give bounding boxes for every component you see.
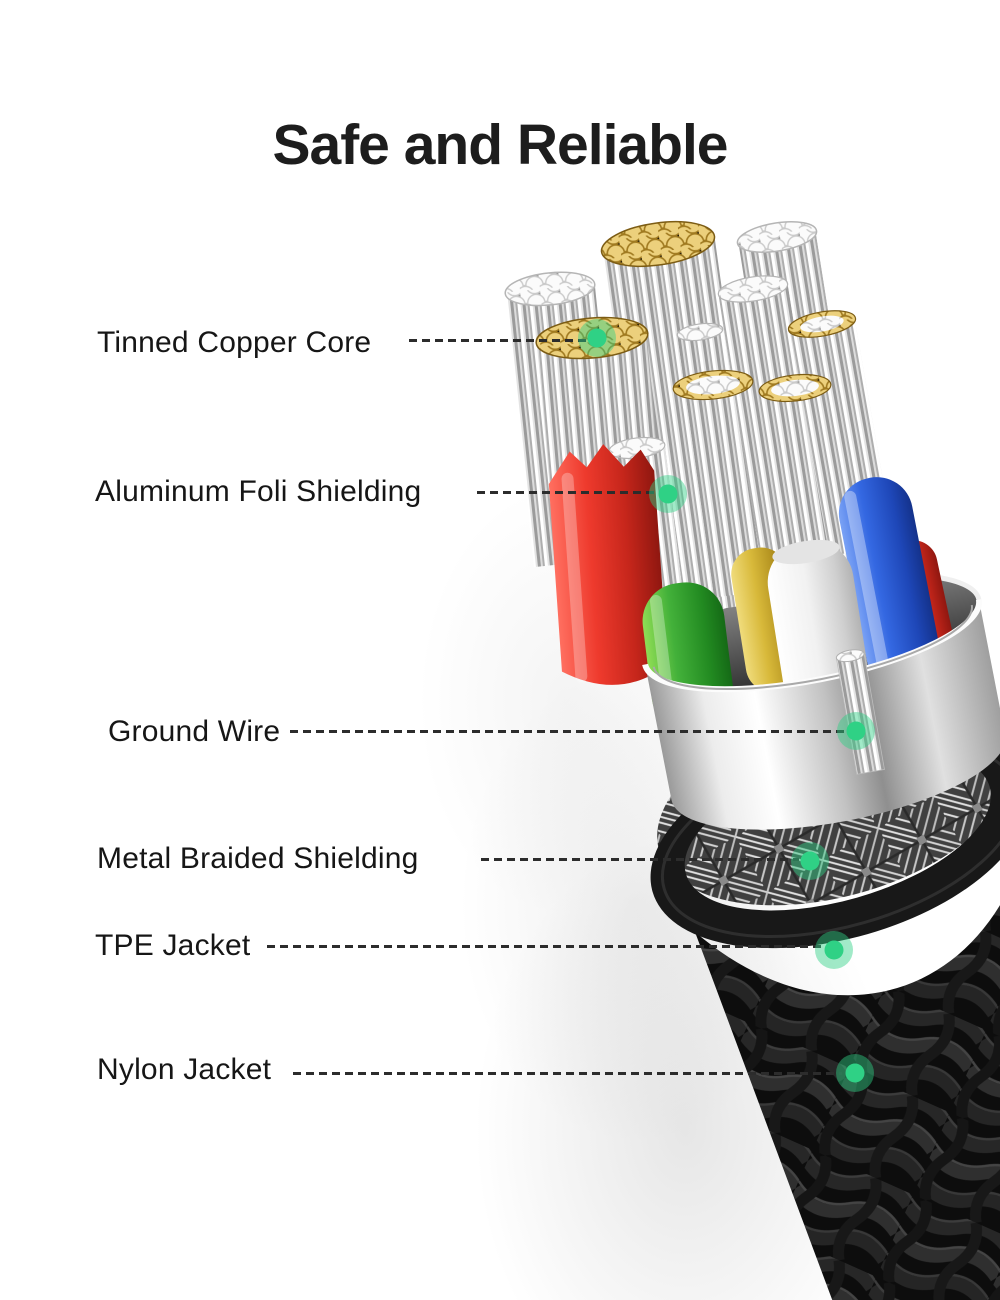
callout-line-tinned-copper-core: [409, 339, 590, 342]
callout-line-aluminum-foil-shielding: [477, 491, 658, 494]
aluminum-shield-wall: [642, 599, 1000, 830]
insulation-sleeve-red-foil: [548, 444, 668, 685]
marker-aluminum-foil-shielding: [649, 475, 687, 513]
callout-label-metal-braided-shielding: Metal Braided Shielding: [97, 842, 419, 875]
callout-label-tpe-jacket: TPE Jacket: [95, 929, 251, 962]
insulation-sleeve-blue: [838, 477, 941, 690]
callout-line-ground-wire: [290, 730, 844, 733]
marker-tinned-copper-core: [578, 319, 616, 357]
callout-label-ground-wire: Ground Wire: [108, 715, 281, 748]
callout-line-nylon-jacket: [293, 1072, 842, 1075]
callout-line-metal-braided-shielding: [481, 858, 799, 861]
foil-collar-right: [758, 373, 832, 403]
marker-ground-wire: [837, 712, 875, 750]
callout-label-nylon-jacket: Nylon Jacket: [97, 1053, 272, 1086]
page-title: Safe and Reliable: [272, 113, 728, 178]
marker-tpe-jacket: [815, 931, 853, 969]
foil-collar-left: [672, 369, 754, 401]
callout-label-tinned-copper-core: Tinned Copper Core: [97, 326, 372, 359]
callout-line-tpe-jacket: [267, 945, 822, 948]
marker-nylon-jacket: [836, 1054, 874, 1092]
nylon-jacket-layer: [695, 904, 1000, 1300]
wire-bundle-silver-right: [717, 275, 836, 596]
marker-metal-braided-shielding: [791, 842, 829, 880]
foil-collars: [672, 369, 832, 403]
callout-label-aluminum-foil-shielding: Aluminum Foli Shielding: [95, 475, 422, 508]
